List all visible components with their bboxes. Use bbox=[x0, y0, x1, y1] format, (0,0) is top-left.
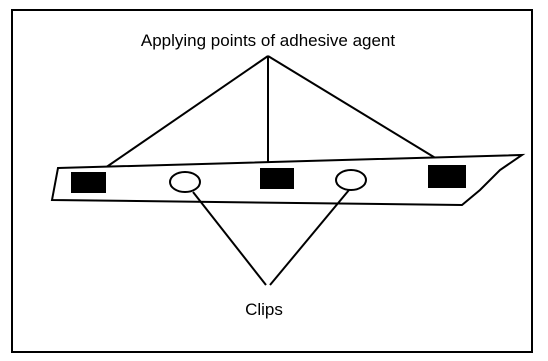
clip-leader-left bbox=[192, 191, 267, 286]
adhesive-points-label: Applying points of adhesive agent bbox=[141, 31, 396, 50]
adhesive-points bbox=[71, 165, 466, 193]
clip-1 bbox=[169, 171, 201, 193]
adhesive-leader-lines bbox=[104, 55, 443, 169]
leader-line-right bbox=[267, 55, 443, 163]
adhesive-point-2 bbox=[260, 168, 294, 189]
clip-leader-lines bbox=[192, 189, 350, 286]
clips bbox=[169, 169, 367, 193]
clips-label: Clips bbox=[245, 300, 283, 319]
clip-2 bbox=[335, 169, 367, 191]
clip-leader-right bbox=[269, 189, 350, 286]
adhesive-point-1 bbox=[71, 172, 106, 193]
leader-line-left bbox=[104, 55, 269, 169]
diagram-frame bbox=[11, 9, 533, 353]
adhesive-point-3 bbox=[428, 165, 466, 188]
